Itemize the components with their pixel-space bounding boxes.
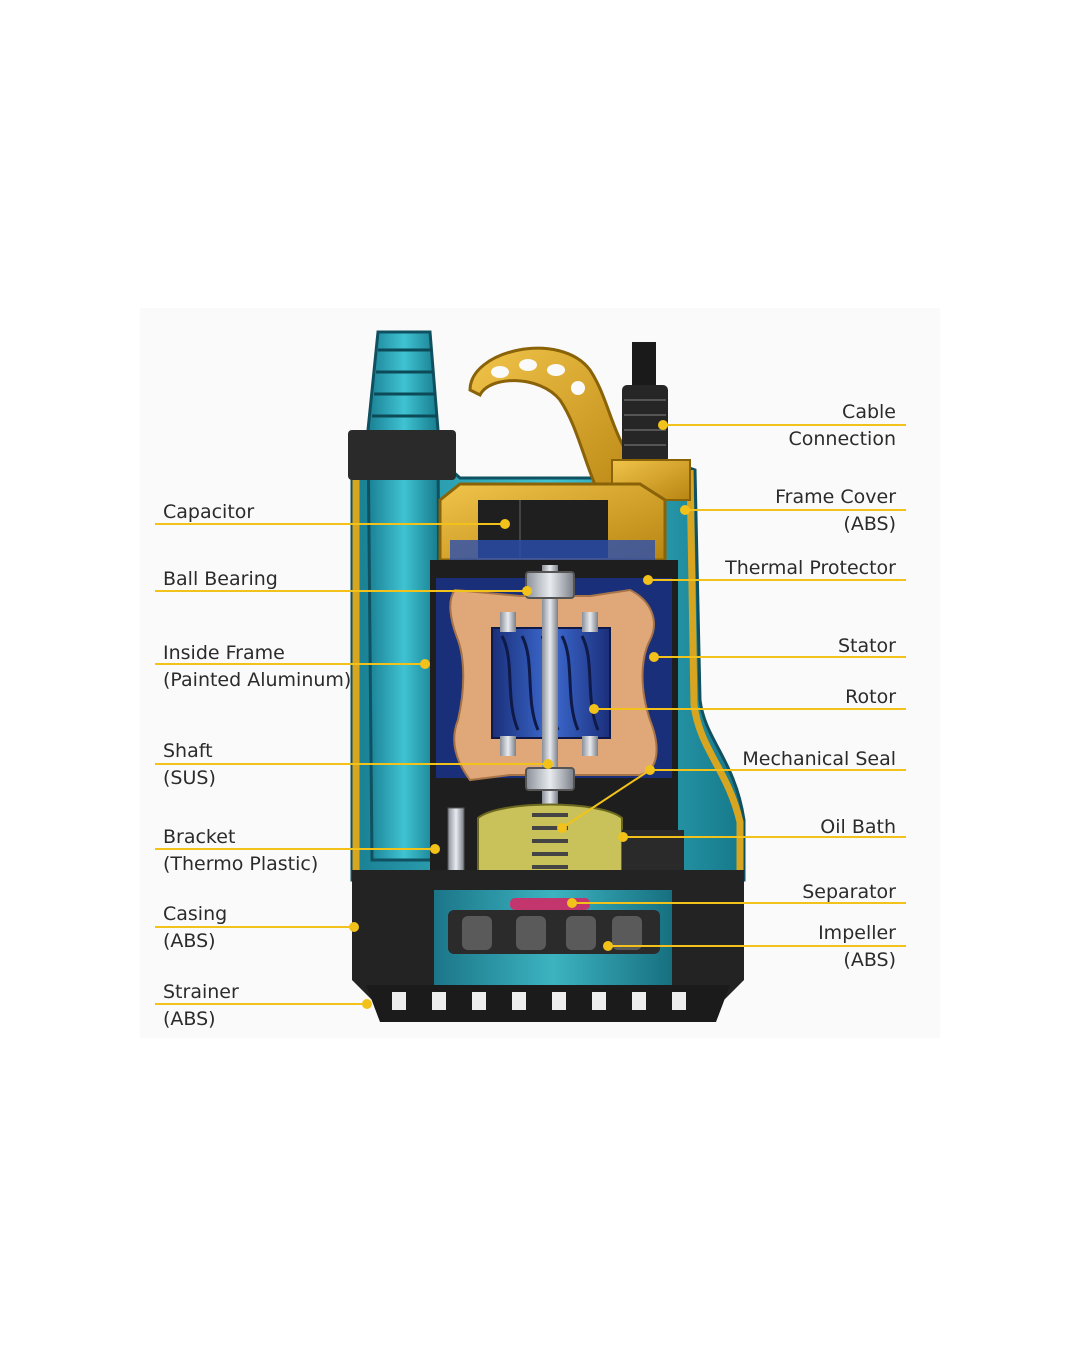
leader-strainer xyxy=(155,999,372,1009)
leader-thermal-dot xyxy=(643,575,653,585)
cable xyxy=(632,342,656,392)
label-capacitor: Capacitor xyxy=(163,501,255,523)
label-oil-bath: Oil Bath xyxy=(820,816,896,838)
label-strainer: Strainer (ABS) xyxy=(163,981,239,1030)
label-stator: Stator xyxy=(837,635,896,657)
label-mechanical-seal: Mechanical Seal xyxy=(742,748,896,770)
leader-cable-dot xyxy=(658,420,668,430)
label-casing: Casing (ABS) xyxy=(163,903,228,952)
leader-cable xyxy=(658,420,906,430)
cable-gland xyxy=(622,385,668,463)
leader-oil-bath-dot xyxy=(618,832,628,842)
leader-capacitor xyxy=(155,519,510,529)
leader-oil-bath xyxy=(618,832,906,842)
label-thermal-protector: Thermal Protector xyxy=(725,557,896,579)
label-impeller: Impeller (ABS) xyxy=(818,922,896,971)
leader-rotor xyxy=(589,704,906,714)
leader-thermal xyxy=(643,575,906,585)
strainer-slots xyxy=(392,992,686,1010)
label-frame-cover: Frame Cover (ABS) xyxy=(775,486,896,535)
outlet-nut xyxy=(348,430,456,480)
label-separator: Separator xyxy=(802,881,896,903)
leader-bracket xyxy=(155,844,440,854)
label-ball-bearing: Ball Bearing xyxy=(163,568,278,590)
leader-frame-cover-dot xyxy=(680,505,690,515)
leader-impeller xyxy=(603,941,906,951)
ball-bearing xyxy=(525,571,575,599)
leader-lines xyxy=(155,420,906,1009)
leader-ball-bearing xyxy=(155,586,532,596)
leader-ball-bearing-dot xyxy=(522,586,532,596)
leader-stator xyxy=(649,652,906,662)
leader-frame-cover xyxy=(680,505,906,515)
leader-casing-dot xyxy=(349,922,359,932)
leader-casing xyxy=(155,922,359,932)
leader-shaft-dot xyxy=(543,759,553,769)
leader-mech-seal-diagonal-dot xyxy=(557,823,567,833)
leader-rotor-dot xyxy=(589,704,599,714)
leader-separator xyxy=(567,898,906,908)
ball-bearing-lower xyxy=(525,767,575,791)
leader-mech-seal-diagonal xyxy=(561,769,651,829)
leader-stator-dot xyxy=(649,652,659,662)
leader-inside-frame-dot xyxy=(420,659,430,669)
label-shaft: Shaft (SUS) xyxy=(163,740,216,789)
label-inside-frame: Inside Frame (Painted Aluminum) xyxy=(163,642,352,691)
leader-shaft xyxy=(155,759,553,769)
leader-strainer-dot xyxy=(362,999,372,1009)
label-rotor: Rotor xyxy=(845,686,896,708)
leader-separator-dot xyxy=(567,898,577,908)
leader-inside-frame xyxy=(155,659,430,669)
leader-capacitor-dot xyxy=(500,519,510,529)
leader-bracket-dot xyxy=(430,844,440,854)
oil-bath xyxy=(477,803,623,886)
label-bracket: Bracket (Thermo Plastic) xyxy=(163,826,319,875)
label-cable-connection: Cable Connection xyxy=(788,401,896,450)
outlet-ribs xyxy=(372,348,438,418)
outlet-tube xyxy=(366,330,442,862)
handle-holes xyxy=(491,359,585,395)
leader-impeller-dot xyxy=(603,941,613,951)
